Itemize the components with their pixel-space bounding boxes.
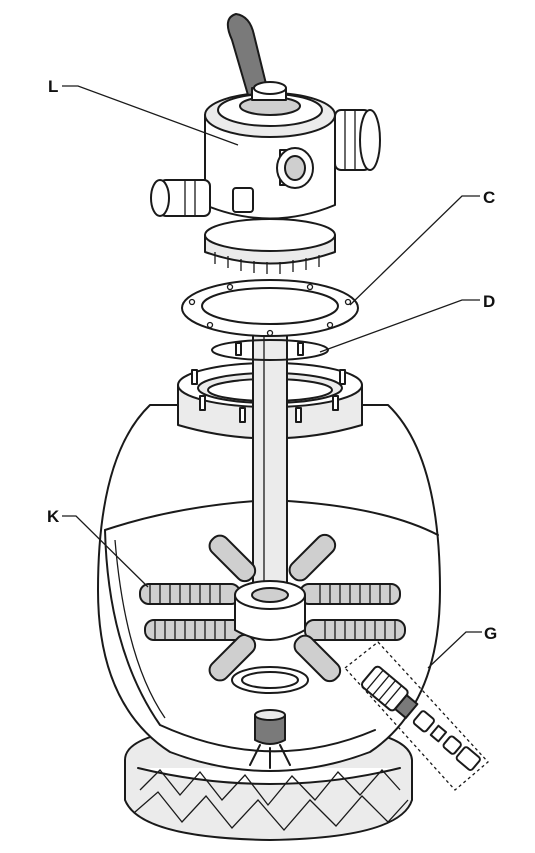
leader-line-c (349, 195, 480, 306)
callout-label-g: G (484, 624, 498, 643)
laterals (139, 533, 406, 683)
bottom-cap (249, 709, 291, 769)
leader-line-d (319, 299, 480, 353)
leader-line-g (427, 631, 482, 669)
callout-label-d: D (483, 292, 496, 311)
callout-label-l: L (48, 77, 59, 96)
center-standpipe (252, 293, 288, 611)
multiport-valve (150, 13, 381, 274)
drain-assembly (344, 641, 489, 791)
callout-label-k: K (47, 507, 60, 526)
leader-line-l (62, 85, 239, 146)
leader-line-k (62, 515, 149, 588)
flange-gasket (181, 279, 359, 337)
lateral-hub (231, 580, 309, 694)
callout-label-c: C (483, 188, 496, 207)
leader-lines (62, 85, 482, 669)
o-ring (211, 339, 329, 361)
lateral-assembly (139, 533, 406, 694)
